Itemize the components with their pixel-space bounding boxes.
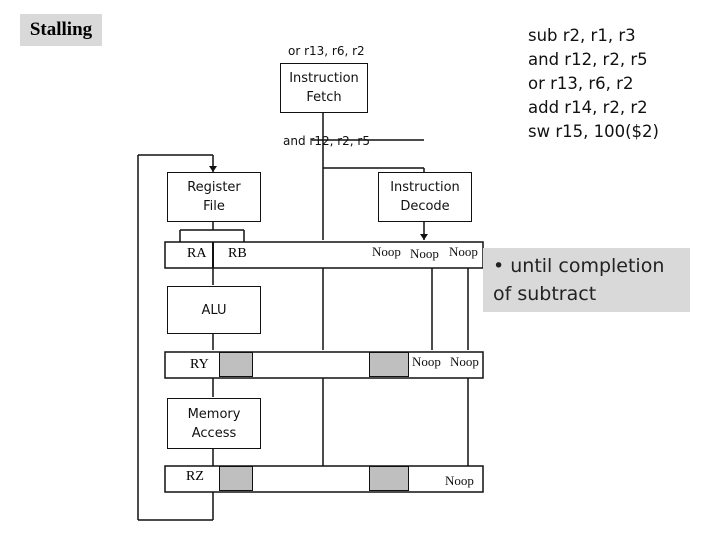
ry-pipeline-cell [369,352,409,377]
instruction-line: sw r15, 100($2) [528,122,659,141]
instruction-decode-stage: Instruction Decode [378,172,472,222]
alu-stage: ALU [167,286,261,334]
rz-pipeline-cell [219,466,253,491]
instruction-line: add r14, r2, r2 [528,98,648,117]
instruction-line: sub r2, r1, r3 [528,26,636,45]
noop-slot: Noop [372,244,401,259]
ry-pipeline-cell [219,352,253,377]
instruction-line: and r12, r2, r5 [528,50,648,69]
memory-access-stage: Memory Access [167,398,261,449]
alu-label: ALU [201,302,227,318]
decode-instruction: and r12, r2, r5 [283,134,370,148]
ra-rb-divider [212,242,214,268]
register-file: Register File [167,172,261,222]
ra-register-label: RA [187,246,207,261]
noop-slot: Noop [449,244,478,259]
stall-note: • until completion of subtract [483,248,690,312]
instruction-fetch-stage: Instruction Fetch [280,63,368,113]
noop-slot: Noop [412,354,441,369]
ry-register-label: RY [190,357,209,372]
memory-access-label: Memory Access [187,406,241,441]
instruction-line: or r13, r6, r2 [528,74,634,93]
register-file-label: Register File [187,180,241,214]
noop-slot: Noop [445,473,474,488]
rz-register-label: RZ [186,469,204,484]
noop-slot: Noop [410,246,439,261]
instruction-decode-label: Instruction Decode [390,180,460,214]
fetch-instruction: or r13, r6, r2 [288,44,365,58]
instruction-list: sub r2, r1, r3 and r12, r2, r5 or r13, r… [528,24,659,144]
rz-pipeline-cell [369,466,409,491]
noop-slot: Noop [450,354,479,369]
slide-title: Stalling [20,14,102,46]
rb-register-label: RB [228,246,247,261]
instruction-fetch-label: Instruction Fetch [289,71,359,105]
